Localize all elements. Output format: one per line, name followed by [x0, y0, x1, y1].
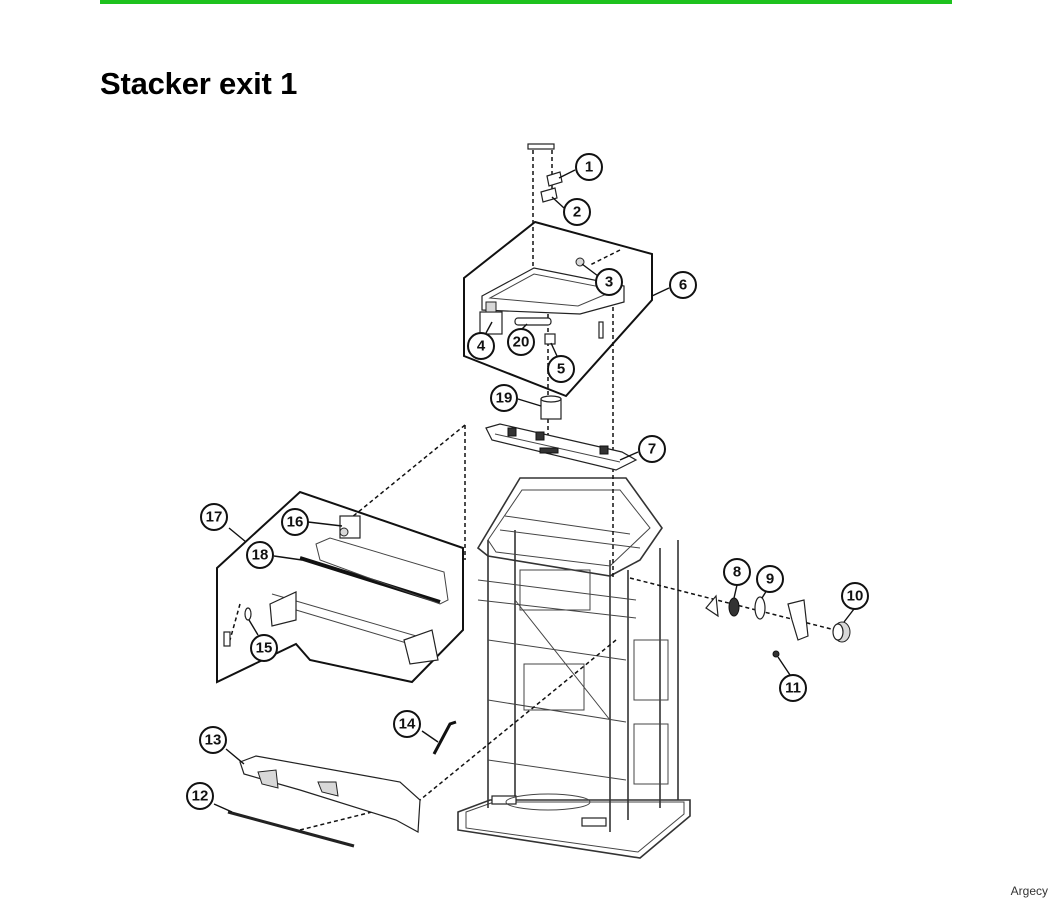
- part-19-roller: [540, 395, 562, 420]
- callout-3: 3: [595, 268, 623, 296]
- callout-9: 9: [756, 565, 784, 593]
- callout-14: 14: [393, 710, 421, 738]
- svg-text:4: 4: [477, 338, 486, 355]
- part-20-spring: [514, 317, 552, 326]
- side-bracket: [787, 599, 809, 641]
- watermark: Argecy: [1010, 884, 1048, 898]
- svg-text:13: 13: [205, 732, 222, 749]
- callout-8: 8: [723, 558, 751, 586]
- left-assembly-panel: [216, 490, 464, 684]
- callout-10: 10: [841, 582, 869, 610]
- svg-text:5: 5: [557, 361, 565, 378]
- top-plate: [527, 143, 555, 150]
- callout-6: 6: [669, 271, 697, 299]
- part-5-sensor: [544, 333, 556, 345]
- part-1-bracket: [546, 171, 563, 187]
- svg-text:16: 16: [287, 514, 304, 531]
- callout-13: 13: [199, 726, 227, 754]
- part-8-gear: [705, 594, 740, 618]
- callout-20: 20: [507, 328, 535, 356]
- callout-18: 18: [246, 541, 274, 569]
- svg-text:18: 18: [252, 547, 269, 564]
- svg-text:19: 19: [496, 390, 513, 407]
- callout-16: 16: [281, 508, 309, 536]
- svg-text:12: 12: [192, 788, 209, 805]
- svg-text:9: 9: [766, 571, 774, 588]
- callout-19: 19: [490, 384, 518, 412]
- page-title: Stacker exit 1: [100, 66, 298, 101]
- part-12-rod: [227, 810, 355, 848]
- part-6-plate: [481, 267, 625, 315]
- callout-2: 2: [563, 198, 591, 226]
- svg-text:8: 8: [733, 564, 741, 581]
- svg-text:6: 6: [679, 277, 687, 294]
- callout-12: 12: [186, 782, 214, 810]
- svg-text:14: 14: [399, 716, 416, 733]
- svg-text:10: 10: [847, 588, 864, 605]
- svg-text:2: 2: [573, 204, 581, 221]
- part-15-clip: [244, 607, 252, 621]
- svg-text:17: 17: [206, 509, 223, 526]
- part-10-knob: [832, 621, 851, 643]
- stacker-frame: [457, 477, 691, 859]
- svg-text:7: 7: [648, 441, 656, 458]
- part-18-shaft: [299, 556, 441, 604]
- callout-7: 7: [638, 435, 666, 463]
- callout-1: 1: [575, 153, 603, 181]
- svg-text:1: 1: [585, 159, 593, 176]
- callout-17: 17: [200, 503, 228, 531]
- callout-5: 5: [547, 355, 575, 383]
- callout-15: 15: [250, 634, 278, 662]
- part-11-screw: [772, 650, 780, 658]
- part-16-motor: [339, 515, 361, 539]
- svg-text:11: 11: [785, 680, 801, 697]
- svg-text:15: 15: [256, 640, 273, 657]
- top-accent-rule: [100, 0, 952, 4]
- callout-4: 4: [467, 332, 495, 360]
- left-guide-frame: [223, 537, 449, 665]
- svg-text:3: 3: [605, 274, 613, 291]
- part-14-arm: [432, 720, 457, 755]
- part-7-guide: [485, 423, 638, 471]
- svg-text:20: 20: [513, 334, 530, 351]
- part-13-tray: [239, 755, 421, 833]
- callout-11: 11: [779, 674, 807, 702]
- part-9-washer: [754, 596, 766, 620]
